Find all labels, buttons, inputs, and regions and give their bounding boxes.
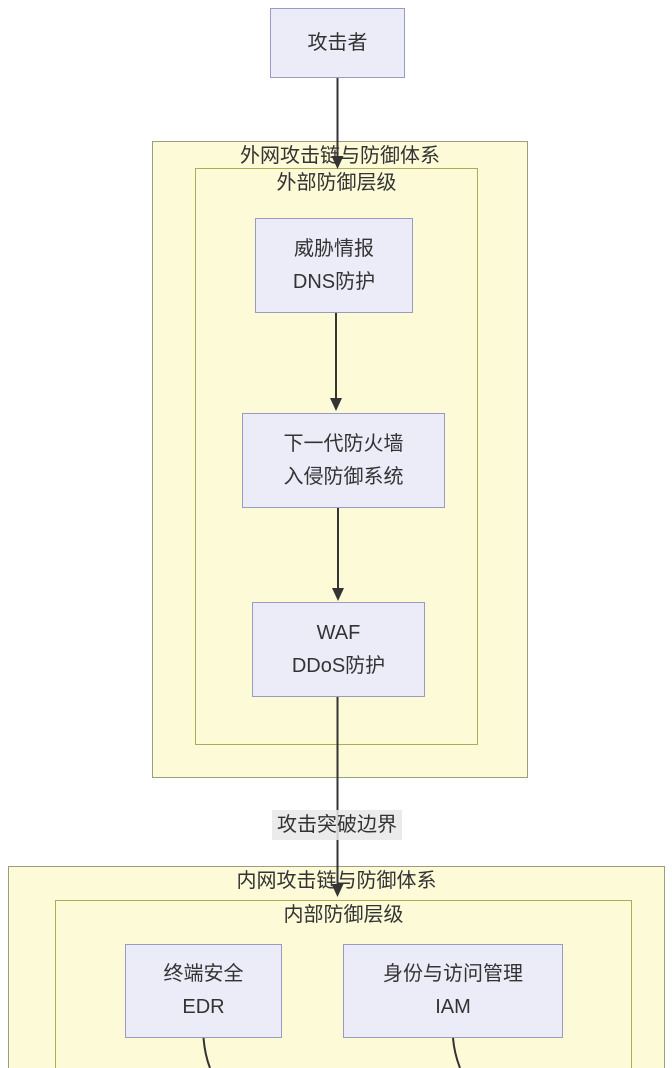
node-edr-line2: EDR <box>182 996 225 1018</box>
node-threat-intel-dns: 威胁情报 DNS防护 <box>255 218 413 313</box>
cluster-internal-title: 内网攻击链与防御体系 <box>236 870 437 892</box>
node-ngfw-ips: 下一代防火墙 入侵防御系统 <box>242 413 445 508</box>
node-threat-line1: 威胁情报 <box>294 237 374 260</box>
node-attacker: 攻击者 <box>270 8 405 78</box>
cluster-internal-layer-title: 内部防御层级 <box>283 904 404 926</box>
node-waf-ddos: WAF DDoS防护 <box>252 602 425 697</box>
node-ngfw-line2: 入侵防御系统 <box>283 465 404 488</box>
node-waf-line1: WAF <box>316 621 361 644</box>
node-iam-line2: IAM <box>435 996 471 1018</box>
node-threat-line2: DNS防护 <box>292 270 376 293</box>
edge-label-breach: 攻击突破边界 <box>272 810 402 840</box>
node-waf-line2: DDoS防护 <box>291 654 386 677</box>
node-iam-line1: 身份与访问管理 <box>383 963 523 985</box>
node-ngfw-line1: 下一代防火墙 <box>283 432 404 455</box>
node-edr-line1: 终端安全 <box>163 963 244 985</box>
cluster-external-layer-title: 外部防御层级 <box>276 172 397 194</box>
node-attacker-label: 攻击者 <box>307 31 368 54</box>
node-endpoint-edr: 终端安全 EDR <box>125 944 282 1038</box>
node-identity-iam: 身份与访问管理 IAM <box>343 944 563 1038</box>
cluster-external-title: 外网攻击链与防御体系 <box>240 145 440 167</box>
